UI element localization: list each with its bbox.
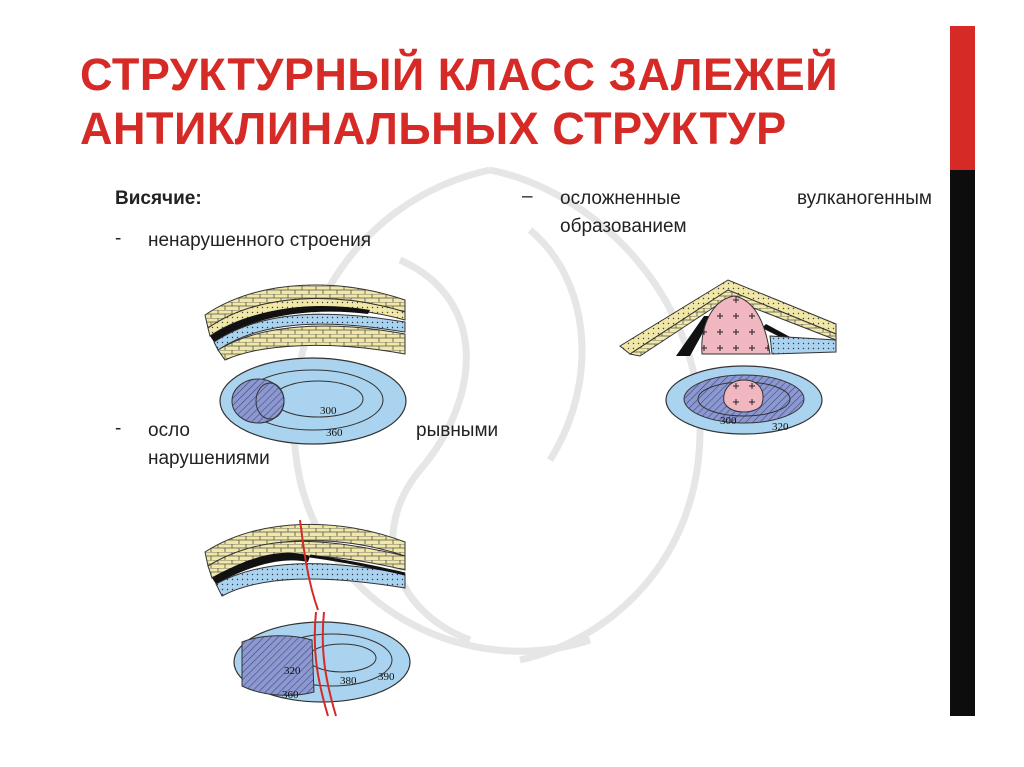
section-heading: Висячие: xyxy=(115,188,202,209)
volcanic-body xyxy=(701,295,771,355)
watermark-swirl xyxy=(290,166,704,664)
bullet-dash-2: - xyxy=(115,418,122,439)
fault-line xyxy=(299,519,319,611)
bullet-dash-right: – xyxy=(522,186,533,207)
contour-label: 360 xyxy=(326,427,343,439)
item-faulted-part3: нарушениями xyxy=(148,448,270,469)
item-volcanic-line2: образованием xyxy=(560,216,687,237)
oil-pool-1 xyxy=(231,378,285,424)
figure-undisturbed-section xyxy=(204,284,406,361)
side-bar-black xyxy=(950,170,975,716)
contour-label: 390 xyxy=(378,671,395,683)
title-line-2: АНТИКЛИНАЛЬНЫХ СТРУКТУР xyxy=(80,103,787,154)
item-undisturbed: ненарушенного строения xyxy=(148,230,371,251)
page-title: СТРУКТУРНЫЙ КЛАСС ЗАЛЕЖЕЙ АНТИКЛИНАЛЬНЫХ… xyxy=(80,48,838,156)
figure-volcanic-map: 300 320 xyxy=(665,365,823,435)
figure-faulted-map: 320 380 390 360 xyxy=(233,611,411,717)
bullet-dash-1: - xyxy=(115,228,122,249)
item-volcanic-line1: осложненные вулканогенным xyxy=(560,186,932,212)
contour-label: 380 xyxy=(340,675,357,687)
oil-pool-2 xyxy=(241,635,315,696)
item-faulted-part1: осло xyxy=(148,420,190,441)
item-volcanic-word2: вулканогенным xyxy=(797,188,932,209)
title-line-1: СТРУКТУРНЫЙ КЛАСС ЗАЛЕЖЕЙ xyxy=(80,49,839,100)
item-faulted-part2: рывными xyxy=(416,420,499,441)
figure-faulted-section xyxy=(204,519,406,611)
figure-undisturbed-map: 300 360 xyxy=(219,357,407,445)
side-bar-red xyxy=(950,26,975,170)
contour-label: 360 xyxy=(282,689,299,701)
contour-label: 320 xyxy=(772,421,789,433)
contour-label: 300 xyxy=(320,405,337,417)
item-volcanic-word1: осложненные xyxy=(560,188,681,209)
contour-label: 300 xyxy=(720,415,737,427)
figure-volcanic-section xyxy=(619,279,837,357)
contour-label: 320 xyxy=(284,665,301,677)
